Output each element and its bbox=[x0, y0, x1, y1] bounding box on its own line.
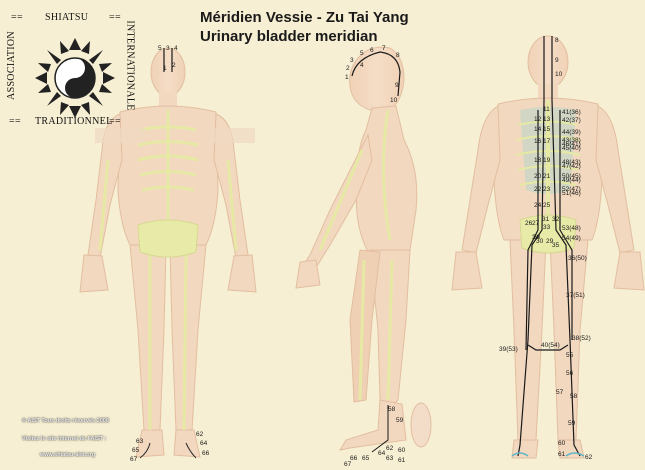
page-title: Méridien Vessie - Zu Tai Yang bbox=[200, 9, 409, 26]
logo-mark-br: == bbox=[109, 116, 121, 127]
point-label-back-49: 57 bbox=[556, 389, 564, 396]
point-label-side-16: 64 bbox=[378, 450, 386, 457]
point-label-side-3: 7 bbox=[382, 45, 386, 52]
yin-yang-logo-icon bbox=[5, 8, 130, 130]
point-label-back-12: 21 bbox=[543, 173, 551, 180]
point-label-front_head-2: 4 bbox=[174, 45, 178, 52]
point-label-back-53: 61 bbox=[558, 451, 566, 458]
logo-top-text: SHIATSU bbox=[45, 12, 88, 23]
point-label-front_feet-3: 62 bbox=[196, 431, 204, 438]
point-label-back-45: 39(53) bbox=[499, 346, 518, 353]
point-label-back-30: 44(39) bbox=[562, 129, 581, 136]
point-label-back-27: 35 bbox=[552, 242, 560, 249]
point-label-back-13: 20 bbox=[534, 173, 542, 180]
point-label-side-17: 65 bbox=[362, 455, 370, 462]
point-label-back-22: 33 bbox=[543, 224, 551, 231]
point-label-back-51: 59 bbox=[568, 420, 576, 427]
point-label-back-16: 25 bbox=[543, 202, 551, 209]
point-label-side-6: 4 bbox=[360, 62, 364, 69]
logo: SHIATSU TRADITIONNEL == == == == ASSOCIA… bbox=[5, 8, 130, 130]
point-label-back-18: 27 bbox=[532, 220, 540, 227]
point-label-side-0: 3 bbox=[350, 57, 354, 64]
point-label-back-11: 18 bbox=[534, 157, 542, 164]
point-label-side-12: 60 bbox=[398, 447, 406, 454]
point-label-back-5: 12 bbox=[534, 116, 542, 123]
point-label-back-25: 30 bbox=[536, 238, 544, 245]
point-label-back-14: 23 bbox=[543, 186, 551, 193]
point-label-side-8: 9 bbox=[395, 82, 399, 89]
point-label-back-41: 54(49) bbox=[562, 235, 581, 242]
point-label-side-9: 10 bbox=[390, 97, 398, 104]
back-figure bbox=[452, 36, 644, 458]
point-label-side-10: 58 bbox=[388, 406, 396, 413]
logo-mark-bl: == bbox=[9, 116, 21, 127]
point-label-back-35: 47(42) bbox=[562, 163, 581, 170]
point-label-back-9: 16 bbox=[534, 138, 542, 145]
visit-text: Visitez le site internet de l'AIST : bbox=[22, 436, 106, 442]
point-label-front_head-3: 1 bbox=[163, 65, 167, 72]
point-label-back-28: 41(36) bbox=[562, 109, 581, 116]
page-subtitle: Urinary bladder meridian bbox=[200, 28, 378, 45]
point-label-back-54: 62 bbox=[585, 454, 593, 461]
point-label-back-37: 49(44) bbox=[562, 177, 581, 184]
copyright-text: © AIST Tous droits réservés 2008 bbox=[22, 418, 109, 424]
point-label-back-42: 36(50) bbox=[568, 255, 587, 262]
point-label-side-2: 6 bbox=[370, 47, 374, 54]
point-label-back-40: 53(48) bbox=[562, 225, 581, 232]
point-label-back-15: 22 bbox=[534, 186, 542, 193]
point-label-back-6: 15 bbox=[543, 126, 551, 133]
point-label-front_head-1: 3 bbox=[166, 45, 170, 52]
point-label-side-4: 8 bbox=[396, 52, 400, 59]
point-label-back-43: 37(51) bbox=[566, 292, 585, 299]
point-label-front_feet-2: 67 bbox=[130, 456, 138, 463]
logo-bottom-text: TRADITIONNEL bbox=[35, 116, 112, 127]
website-link[interactable]: www.shiatsu-aist.org bbox=[40, 452, 95, 458]
point-label-front_head-0: 5 bbox=[158, 45, 162, 52]
point-label-back-48: 56 bbox=[566, 370, 574, 377]
point-label-back-39: 51(46) bbox=[562, 190, 581, 197]
point-label-back-19: 31 bbox=[542, 216, 550, 223]
side-figure bbox=[296, 47, 431, 452]
point-label-side-5: 2 bbox=[346, 65, 350, 72]
point-label-back-1: 9 bbox=[555, 57, 559, 64]
point-label-back-47: 55 bbox=[566, 352, 574, 359]
logo-mark-tr: == bbox=[109, 12, 121, 23]
point-label-back-0: 8 bbox=[555, 37, 559, 44]
logo-right-text: INTERNATIONALE bbox=[125, 20, 136, 110]
point-label-front_feet-4: 64 bbox=[200, 440, 208, 447]
point-label-back-2: 10 bbox=[555, 71, 563, 78]
point-label-side-7: 1 bbox=[345, 74, 349, 81]
point-label-back-46: 40(54) bbox=[541, 342, 560, 349]
point-label-side-13: 61 bbox=[398, 457, 406, 464]
point-label-side-11: 59 bbox=[396, 417, 404, 424]
point-label-back-10: 19 bbox=[543, 157, 551, 164]
point-label-back-52: 60 bbox=[558, 440, 566, 447]
point-label-front_head-4: 2 bbox=[172, 62, 176, 69]
point-label-side-14: 62 bbox=[386, 445, 394, 452]
logo-mark-tl: == bbox=[11, 12, 23, 23]
point-label-back-21: 26 bbox=[525, 220, 533, 227]
point-label-back-29: 42(37) bbox=[562, 117, 581, 124]
point-label-side-1: 5 bbox=[360, 50, 364, 57]
point-label-back-50: 58 bbox=[570, 393, 578, 400]
point-label-back-33: 45(40) bbox=[562, 145, 581, 152]
point-label-back-8: 17 bbox=[543, 138, 551, 145]
logo-left-text: ASSOCIATION bbox=[6, 31, 17, 100]
point-label-back-44: 38(52) bbox=[572, 335, 591, 342]
point-label-back-17: 24 bbox=[534, 202, 542, 209]
point-label-back-20: 32 bbox=[552, 216, 560, 223]
point-label-front_feet-5: 66 bbox=[202, 450, 210, 457]
point-label-side-19: 67 bbox=[344, 461, 352, 468]
point-label-front_feet-0: 63 bbox=[136, 438, 144, 445]
point-label-side-15: 63 bbox=[386, 455, 394, 462]
point-label-back-3: 11 bbox=[543, 106, 550, 113]
point-label-back-7: 14 bbox=[534, 126, 542, 133]
point-label-back-4: 13 bbox=[543, 116, 551, 123]
point-label-front_feet-1: 65 bbox=[132, 447, 140, 454]
